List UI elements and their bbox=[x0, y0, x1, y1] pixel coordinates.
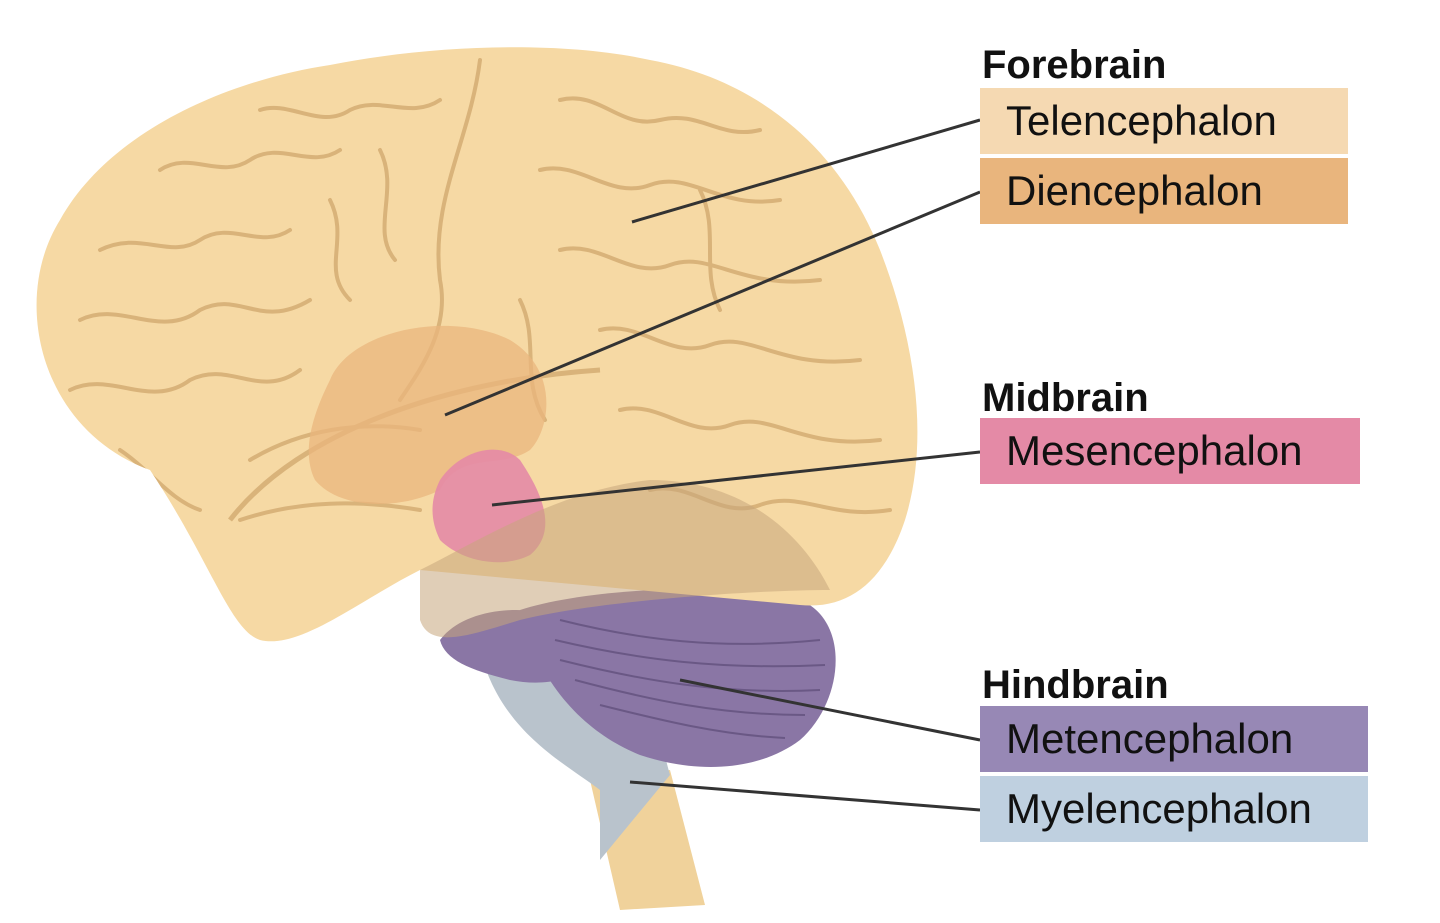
midbrain-title: Midbrain bbox=[982, 376, 1149, 420]
metencephalon-leader bbox=[679, 678, 981, 742]
telencephalon-label: Telencephalon bbox=[980, 88, 1348, 154]
myelencephalon-label: Myelencephalon bbox=[980, 776, 1368, 842]
telencephalon-leader bbox=[631, 118, 981, 224]
diencephalon-label: Diencephalon bbox=[980, 158, 1348, 224]
cerebellum-folia bbox=[554, 619, 826, 739]
mesencephalon-leader bbox=[491, 450, 981, 507]
leader-lines bbox=[444, 118, 981, 812]
hindbrain-title: Hindbrain bbox=[982, 663, 1169, 707]
mesencephalon-label: Mesencephalon bbox=[980, 418, 1360, 484]
metencephalon-label: Metencephalon bbox=[980, 706, 1368, 772]
diencephalon-leader bbox=[444, 190, 981, 417]
metencephalon-overlay bbox=[420, 480, 830, 638]
cerebellum-shape bbox=[520, 589, 836, 767]
myelencephalon-leader bbox=[629, 780, 981, 812]
forebrain-title: Forebrain bbox=[982, 43, 1167, 87]
